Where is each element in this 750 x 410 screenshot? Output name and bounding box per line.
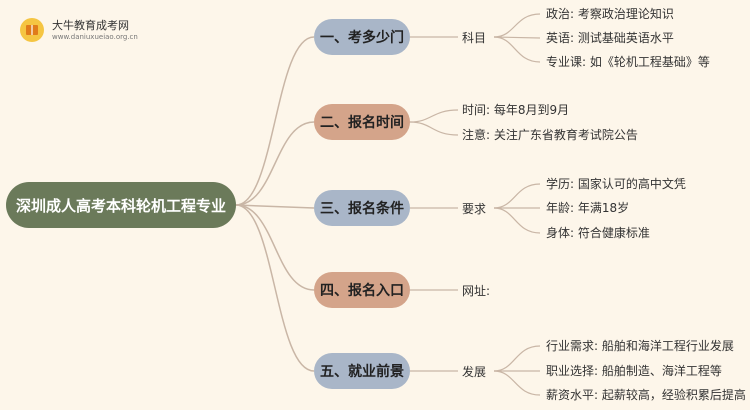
branch-node-5: 五、就业前景 [314,353,410,389]
leaf-text: 学历: 国家认可的高中文凭 [546,177,686,191]
book-logo-icon [20,18,44,42]
sub-label-requirements: 要求 [462,202,487,216]
leaf-text: 年龄: 年满18岁 [546,201,630,215]
sub-label-subjects: 科目 [462,31,487,45]
leaf-text: 专业课: 如《轮机工程基础》等 [546,55,710,69]
branch-node-4: 四、报名入口 [314,272,410,308]
branch-node-1: 一、考多少门 [314,19,410,55]
leaf-text: 身体: 符合健康标准 [546,226,650,240]
leaf-text: 职业选择: 船舶制造、海洋工程等 [546,364,722,378]
leaf-text: 时间: 每年8月到9月 [462,103,570,117]
sub-label-website: 网址: [462,284,491,298]
branch-node-2: 二、报名时间 [314,104,410,140]
leaf-text: 政治: 考察政治理论知识 [546,7,674,21]
logo-url: www.daniuxueiao.org.cn [52,32,138,41]
root-node: 深圳成人高考本科轮机工程专业 [6,182,236,228]
leaf-text: 注意: 关注广东省教育考试院公告 [462,128,638,142]
leaf-text: 英语: 测试基础英语水平 [546,31,674,45]
branch-node-3: 三、报名条件 [314,190,410,226]
leaf-text: 薪资水平: 起薪较高，经验积累后提高 [546,388,746,402]
sub-label-development: 发展 [462,365,487,379]
leaf-text: 行业需求: 船舶和海洋工程行业发展 [546,339,734,353]
logo-title: 大牛教育成考网 [52,18,129,32]
site-logo: 大牛教育成考网 www.daniuxueiao.org.cn [18,16,138,44]
